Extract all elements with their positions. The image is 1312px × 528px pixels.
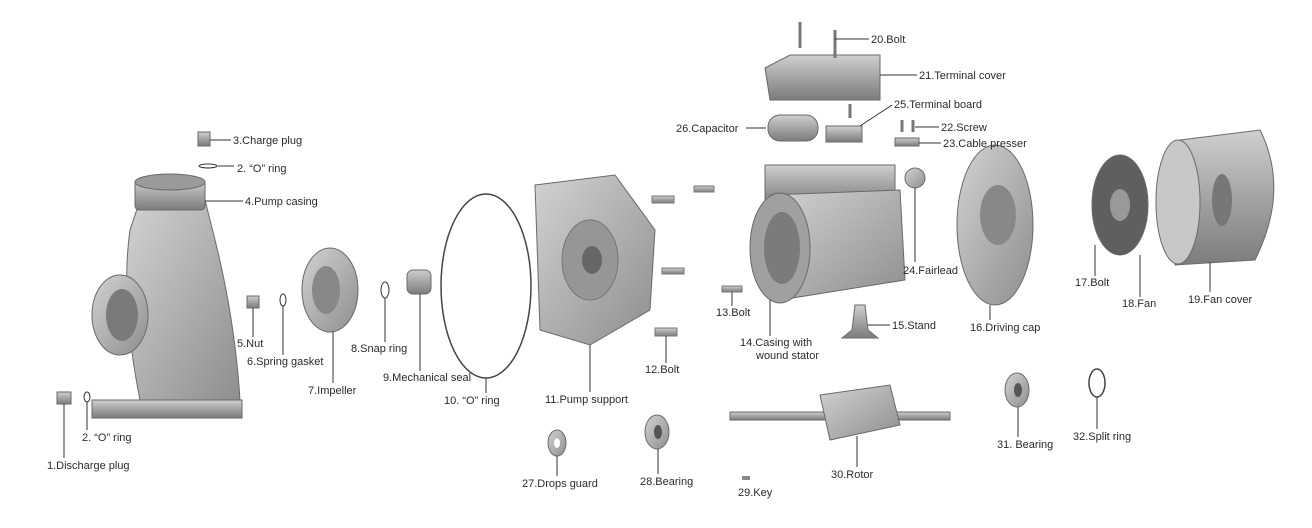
label-charge-plug: 3.Charge plug [233,135,302,147]
label-stand: 15.Stand [892,320,936,332]
label-snap-ring: 8.Snap ring [351,343,407,355]
label-bearing-28: 28.Bearing [640,476,693,488]
key [742,476,750,480]
label-bearing-31: 31. Bearing [997,439,1053,451]
capacitor [767,114,819,142]
label-fan: 18.Fan [1122,298,1156,310]
fairlead [904,167,926,189]
label-o-ring-upper: 2. “O” ring [237,163,287,175]
label-split-ring: 32.Split ring [1073,431,1131,443]
label-key: 29.Key [738,487,773,499]
label-bolt-13: 13.Bolt [716,307,750,319]
label-o-ring-lower: 2. “O” ring [82,432,132,444]
spring-gasket [279,293,287,307]
drops-guard [547,429,567,457]
label-bolt-20: 20.Bolt [871,34,905,46]
callout-labels: 1.Discharge plug 2. “O” ring 3.Charge pl… [47,34,1253,499]
label-driving-cap: 16.Driving cap [970,322,1040,334]
mechanical-seal [406,269,432,295]
bolts-top [798,22,915,132]
label-nut: 5.Nut [237,338,263,350]
label-capacitor: 26.Capacitor [676,123,739,135]
discharge-plug [56,391,72,405]
leader-lines [63,38,1211,476]
rotor [729,384,951,441]
fan [1091,154,1149,256]
label-bolt-12: 12.Bolt [645,364,679,376]
label-terminal-cover: 21.Terminal cover [919,70,1006,82]
split-ring [1088,368,1106,398]
o-ring-upper [198,163,218,169]
label-drops-guard: 27.Drops guard [522,478,598,490]
bearing-28 [644,414,670,450]
bolts-support [651,185,743,337]
label-pump-support: 11.Pump support [545,394,628,406]
label-discharge-plug: 1.Discharge plug [47,460,130,472]
label-screw: 22.Screw [941,122,987,134]
terminal-cover [764,54,881,101]
label-fan-cover: 19.Fan cover [1188,294,1253,306]
terminal-board [825,125,863,143]
bearing-31 [1004,372,1030,408]
o-ring-large [440,193,532,379]
fan-cover [1155,129,1275,266]
label-casing-stator-2: wound stator [755,350,819,362]
stand [840,304,880,339]
cable-presser [894,137,920,147]
pump-support [534,174,656,346]
o-ring-lower [83,391,91,403]
label-fairlead: 24.Fairlead [903,265,958,277]
label-mechanical-seal: 9.Mechanical seal [383,372,471,384]
pump-casing [91,173,243,419]
label-rotor: 30.Rotor [831,469,874,481]
label-spring-gasket: 6.Spring gasket [247,356,323,368]
impeller [301,247,359,333]
label-bolt-17: 17.Bolt [1075,277,1109,289]
label-casing-stator-1: 14.Casing with [740,337,812,349]
label-cable-presser: 23.Cable presser [943,138,1027,150]
casing-with-wound-stator [749,164,906,304]
label-impeller: 7.Impeller [308,385,357,397]
label-o-ring-large: 10. “O” ring [444,395,500,407]
charge-plug [197,131,211,147]
label-terminal-board: 25.Terminal board [894,99,982,111]
nut [246,295,260,309]
driving-cap [956,144,1034,306]
label-pump-casing: 4.Pump casing [245,196,318,208]
snap-ring [380,281,390,299]
